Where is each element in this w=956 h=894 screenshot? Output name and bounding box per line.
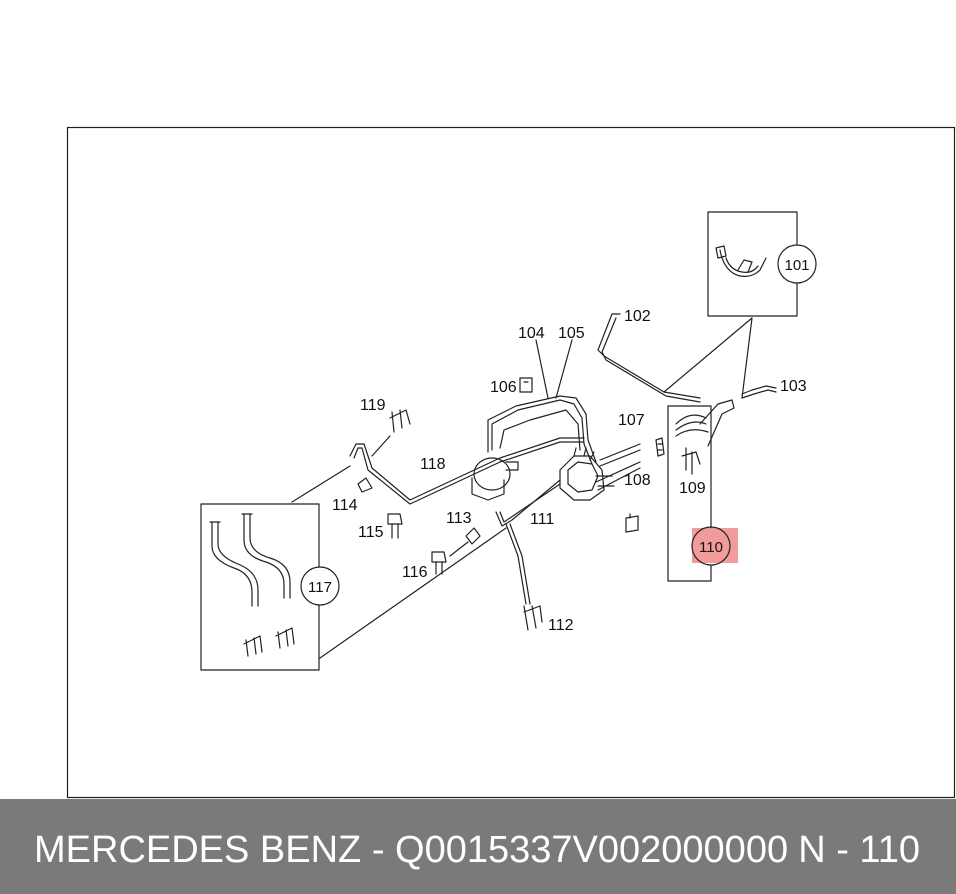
bracket-small	[625, 513, 639, 533]
label-118: 118	[420, 456, 446, 473]
label-112: 112	[548, 617, 574, 634]
hose-set-117	[209, 513, 295, 657]
clip-part-101	[715, 245, 767, 277]
bracket-113	[465, 527, 481, 545]
brake-lines-107-108	[595, 443, 641, 491]
label-114: 114	[332, 497, 358, 514]
label-110: 110	[699, 539, 723, 556]
footer-part-code: N - 110	[798, 829, 920, 871]
brake-lines-104-105	[487, 339, 597, 465]
callout-circle-101	[777, 244, 817, 284]
brake-line-118	[349, 435, 585, 505]
diagram-frame	[66, 126, 956, 799]
bracket-114	[357, 477, 373, 493]
bolt-115	[387, 513, 403, 539]
callout-circle-117	[300, 566, 340, 606]
leader-101-a	[663, 317, 753, 393]
label-106: 106	[490, 379, 517, 396]
bracket-106	[519, 377, 533, 393]
footer-bar: MERCEDES BENZ - Q0015337V002000000 N - 1…	[0, 799, 956, 894]
label-111: 111	[530, 511, 554, 528]
label-119: 119	[360, 397, 386, 414]
footer-title: MERCEDES BENZ - Q0015337V002000000	[34, 829, 789, 871]
label-113: 113	[446, 510, 472, 527]
inset-box-110	[667, 405, 712, 582]
callout-circle-110	[691, 526, 731, 566]
label-103: 103	[780, 378, 807, 395]
hydraulic-unit	[559, 447, 615, 501]
label-107: 107	[618, 412, 645, 429]
leader-113	[449, 541, 469, 557]
label-115: 115	[358, 524, 384, 541]
label-108: 108	[624, 472, 651, 489]
brake-line-111	[495, 479, 561, 605]
clip-part-119	[389, 409, 411, 433]
label-109: 109	[679, 480, 706, 497]
leader-101-b	[741, 317, 753, 399]
leader-117-top	[291, 465, 351, 503]
label-117: 117	[308, 579, 332, 596]
label-104: 104	[518, 325, 545, 342]
label-102: 102	[624, 308, 651, 325]
leader-117-bottom	[319, 527, 507, 659]
label-116: 116	[402, 564, 428, 581]
label-105: 105	[558, 325, 585, 342]
brake-line-102	[597, 313, 701, 403]
hose-set-110	[675, 399, 735, 475]
clip-part-112	[523, 605, 543, 631]
label-101: 101	[784, 257, 809, 274]
clip-part-107	[655, 437, 665, 457]
brake-line-103	[741, 385, 777, 399]
